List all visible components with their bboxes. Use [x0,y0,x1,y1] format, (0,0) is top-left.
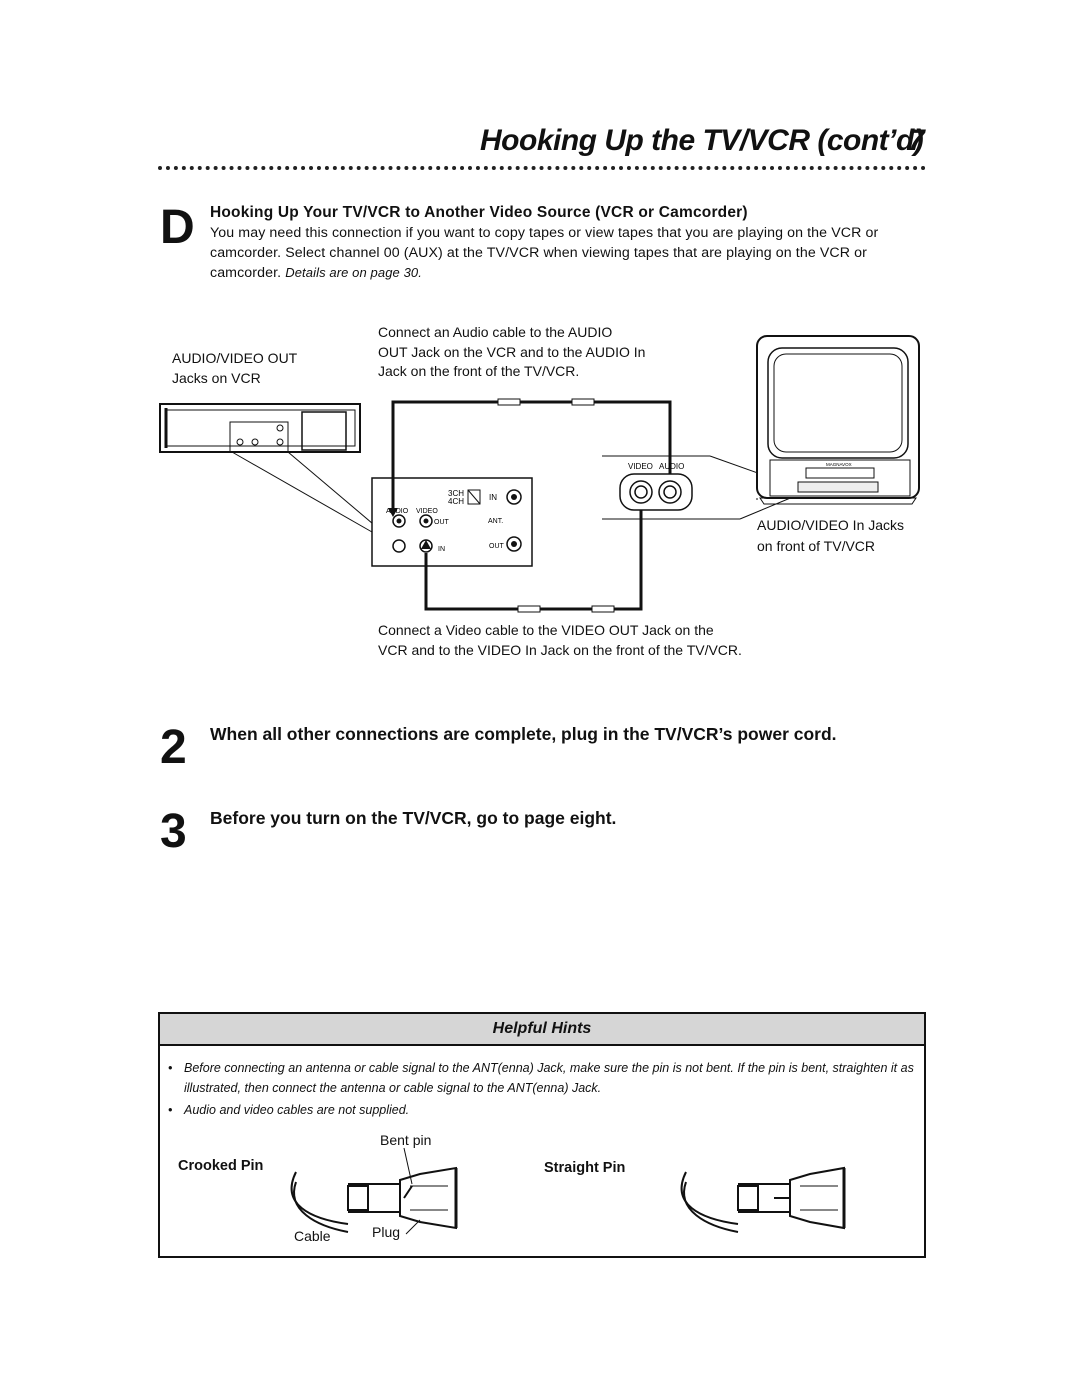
tv-front-jack-panel: VIDEO AUDIO [602,455,801,520]
crooked-pin-label: Crooked Pin [178,1158,264,1174]
vcr-jacks-label-2: Jacks on VCR [172,370,261,386]
pin-illustrations [290,1147,846,1235]
front-audio-label: AUDIO [659,462,684,471]
section-body: You may need this connection if you want… [210,224,925,284]
video-note-2: VCR and to the VIDEO In Jack on the fron… [378,642,742,658]
dotted-divider [158,166,926,170]
step-2-number: 2 [160,721,187,774]
panel-out: OUT [434,519,450,526]
hint-bullet-1: • [168,1061,173,1075]
hint-bullet-2: • [168,1103,173,1117]
audio-note-3: Jack on the front of the TV/VCR. [378,363,580,379]
tv-jacks-label-1: AUDIO/VIDEO In Jacks [757,517,905,533]
hint-2: Audio and video cables are not supplied. [184,1103,410,1117]
straight-pin-label: Straight Pin [544,1160,626,1176]
page-title: Hooking Up the TV/VCR (cont’d) [480,124,924,157]
vcr-jacks-label-1: AUDIO/VIDEO OUT [172,350,298,366]
hints-heading: Helpful Hints [160,1014,924,1046]
audio-note-1: Connect an Audio cable to the AUDIO [378,324,613,340]
step-3-text: Before you turn on the TV/VCR, go to pag… [210,808,617,828]
vcr-rear-illustration [159,403,393,541]
tv-jacks-label-2: on front of TV/VCR [757,538,876,554]
straight-pin-illustration [680,1166,846,1233]
helpful-hints-box: Helpful Hints • Before connecting an ant… [158,1012,926,1258]
panel-out-bottom: OUT [489,543,505,550]
video-note-1: Connect a Video cable to the VIDEO OUT J… [378,622,714,638]
connection-diagram: 3CH 4CH IN AUDIO VIDEO OUT ANT. IN OUT V… [159,335,920,613]
bent-pin-label: Bent pin [380,1132,432,1148]
step-3-number: 3 [160,805,187,858]
section-letter: D [160,201,195,254]
panel-audio: AUDIO [386,508,409,515]
panel-ant: ANT. [488,518,503,525]
crooked-pin-illustration [290,1147,458,1235]
panel-3ch: 3CH [448,489,464,498]
audio-note-2: OUT Jack on the VCR and to the AUDIO In [378,344,646,360]
panel-video: VIDEO [416,508,438,515]
tv-vcr-illustration: MAGNAVOX [756,335,920,505]
panel-in-top: IN [489,493,497,502]
vcr-jack-panel: 3CH 4CH IN AUDIO VIDEO OUT ANT. IN OUT [371,477,533,567]
details-reference: Details are on page 30. [285,265,422,280]
section-title: Hooking Up Your TV/VCR to Another Video … [210,204,748,221]
front-video-label: VIDEO [628,462,653,471]
plug-label: Plug [372,1224,401,1240]
tv-brand: MAGNAVOX [826,462,852,467]
step-2-text: When all other connections are complete,… [210,724,837,744]
cable-label: Cable [294,1228,331,1244]
hint-1: Before connecting an antenna or cable si… [184,1061,914,1095]
section-body-text: You may need this connection if you want… [210,225,879,281]
page-number: 7 [908,124,925,157]
panel-in-bottom: IN [438,546,445,553]
panel-4ch: 4CH [448,497,464,506]
